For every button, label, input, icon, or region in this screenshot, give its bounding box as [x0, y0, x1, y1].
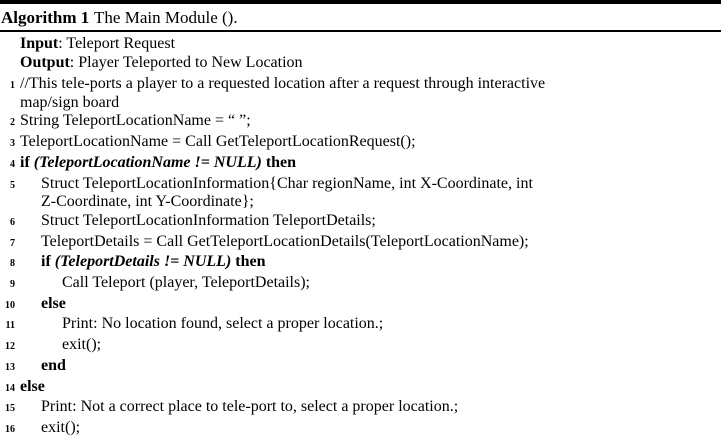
line-number: 8	[10, 258, 15, 270]
algorithm-label: Algorithm 1	[1, 8, 90, 27]
code-segment: String TeleportLocationName = “ ”;	[20, 112, 251, 130]
line-code: Struct TeleportLocationInformation Telep…	[20, 212, 685, 231]
code-segment: end	[41, 356, 66, 374]
code-segment: exit();	[62, 336, 102, 354]
line-number: 13	[5, 361, 15, 373]
input-label: Input	[20, 35, 59, 52]
code-segment: if	[20, 153, 34, 171]
algorithm-line: 3 TeleportLocationName = Call GetTeleport…	[0, 133, 685, 154]
algorithm-line: 8 if (TeleportDetails != NULL) then	[0, 253, 685, 274]
output-label: Output	[20, 54, 70, 71]
algorithm-line: 6 Struct TeleportLocationInformation Tele…	[0, 212, 685, 233]
code-segment: then	[261, 153, 297, 171]
line-number: 5	[10, 179, 15, 191]
line-code: Call Teleport (player, TeleportDetails);	[20, 274, 685, 293]
code-segment: //This tele-ports a player to a requeste…	[20, 75, 546, 92]
line-code: TeleportDetails = Call GetTeleportLocati…	[20, 233, 685, 252]
line-code: else	[20, 378, 685, 397]
line-number: 11	[5, 320, 15, 332]
code-segment: Struct TeleportLocationInformation Telep…	[41, 211, 376, 229]
line-number: 14	[5, 382, 15, 394]
algorithm-line: 16 exit();	[0, 419, 685, 439]
line-code: Print: Not a correct place to tele-port …	[20, 398, 685, 417]
algorithm-line: 1 //This tele-ports a player to a request…	[0, 75, 685, 112]
code-segment: else	[41, 294, 66, 312]
line-code: exit();	[20, 419, 685, 438]
output-line: Output: Player Teleported to New Locatio…	[20, 53, 685, 72]
line-code: end	[20, 357, 685, 376]
algorithm-line: 4 if (TeleportLocationName != NULL) then	[0, 154, 685, 175]
line-number: 3	[10, 138, 15, 150]
algorithm-line: 5 Struct TeleportLocationInformation{Char…	[0, 175, 685, 212]
caption-rule	[0, 30, 721, 32]
code-segment: map/sign board	[20, 93, 120, 111]
input-line: Input: Teleport Request	[20, 34, 685, 53]
line-number: 7	[10, 237, 15, 249]
algorithm-line: 7 TeleportDetails = Call GetTeleportLocat…	[0, 233, 685, 254]
algorithm-line: 9 Call Teleport (player, TeleportDetails)…	[0, 274, 685, 295]
code-segment: then	[231, 253, 266, 271]
line-code: Struct TeleportLocationInformation{Char …	[20, 175, 685, 212]
algorithm-line: 13 end	[0, 357, 685, 378]
code-segment: Z-Coordinate, int Y-Coordinate};	[41, 193, 254, 211]
line-code: TeleportLocationName = Call GetTeleportL…	[20, 133, 685, 152]
line-code: if (TeleportLocationName != NULL) then	[20, 154, 685, 173]
line-code: Print: No location found, select a prope…	[20, 315, 685, 334]
code-segment: Print: No location found, select a prope…	[62, 315, 384, 333]
line-code: String TeleportLocationName = “ ”;	[20, 112, 685, 131]
line-number: 15	[5, 403, 15, 415]
line-code: //This tele-ports a player to a requeste…	[20, 75, 685, 112]
algorithm-line: 11 Print: No location found, select a pro…	[0, 315, 685, 336]
algorithm-line: 10 else	[0, 295, 685, 316]
algorithm-line: 15 Print: Not a correct place to tele-por…	[0, 398, 685, 419]
line-number: 12	[5, 341, 15, 353]
algorithm-line: 12 exit();	[0, 336, 685, 357]
algorithm-line: 2 String TeleportLocationName = “ ”;	[0, 112, 685, 133]
code-segment: TeleportDetails = Call GetTeleportLocati…	[41, 232, 529, 250]
line-number: 9	[10, 279, 15, 291]
line-number: 4	[10, 158, 15, 170]
io-block: Input: Teleport Request Output: Player T…	[0, 32, 721, 74]
code-segment: else	[20, 377, 45, 395]
output-text: : Player Teleported to New Location	[69, 54, 303, 71]
line-number: 16	[5, 423, 15, 435]
line-number: 2	[10, 117, 15, 129]
code-segment: Struct TeleportLocationInformation{Char …	[41, 174, 533, 192]
algorithm-line: 14 else	[0, 378, 685, 399]
code-segment: exit();	[41, 418, 81, 436]
line-code: else	[20, 295, 685, 314]
line-number: 6	[10, 216, 15, 228]
line-number: 10	[5, 299, 15, 311]
code-segment: Print: Not a correct place to tele-port …	[41, 398, 459, 416]
code-segment: Call Teleport (player, TeleportDetails);	[62, 274, 310, 292]
input-text: : Teleport Request	[58, 35, 176, 52]
algorithm-title: The Main Module ().	[94, 8, 238, 27]
line-code: exit();	[20, 336, 685, 355]
line-number: 1	[10, 80, 15, 91]
code-segment: (TeleportDetails != NULL)	[54, 253, 232, 271]
code-segment: TeleportLocationName = Call GetTeleportL…	[20, 133, 416, 151]
code-segment: (TeleportLocationName != NULL)	[33, 153, 262, 171]
line-code: if (TeleportDetails != NULL) then	[20, 253, 685, 272]
top-rule	[0, 0, 721, 4]
algorithm-body: 1 //This tele-ports a player to a request…	[0, 74, 721, 439]
code-segment: if	[41, 253, 55, 271]
